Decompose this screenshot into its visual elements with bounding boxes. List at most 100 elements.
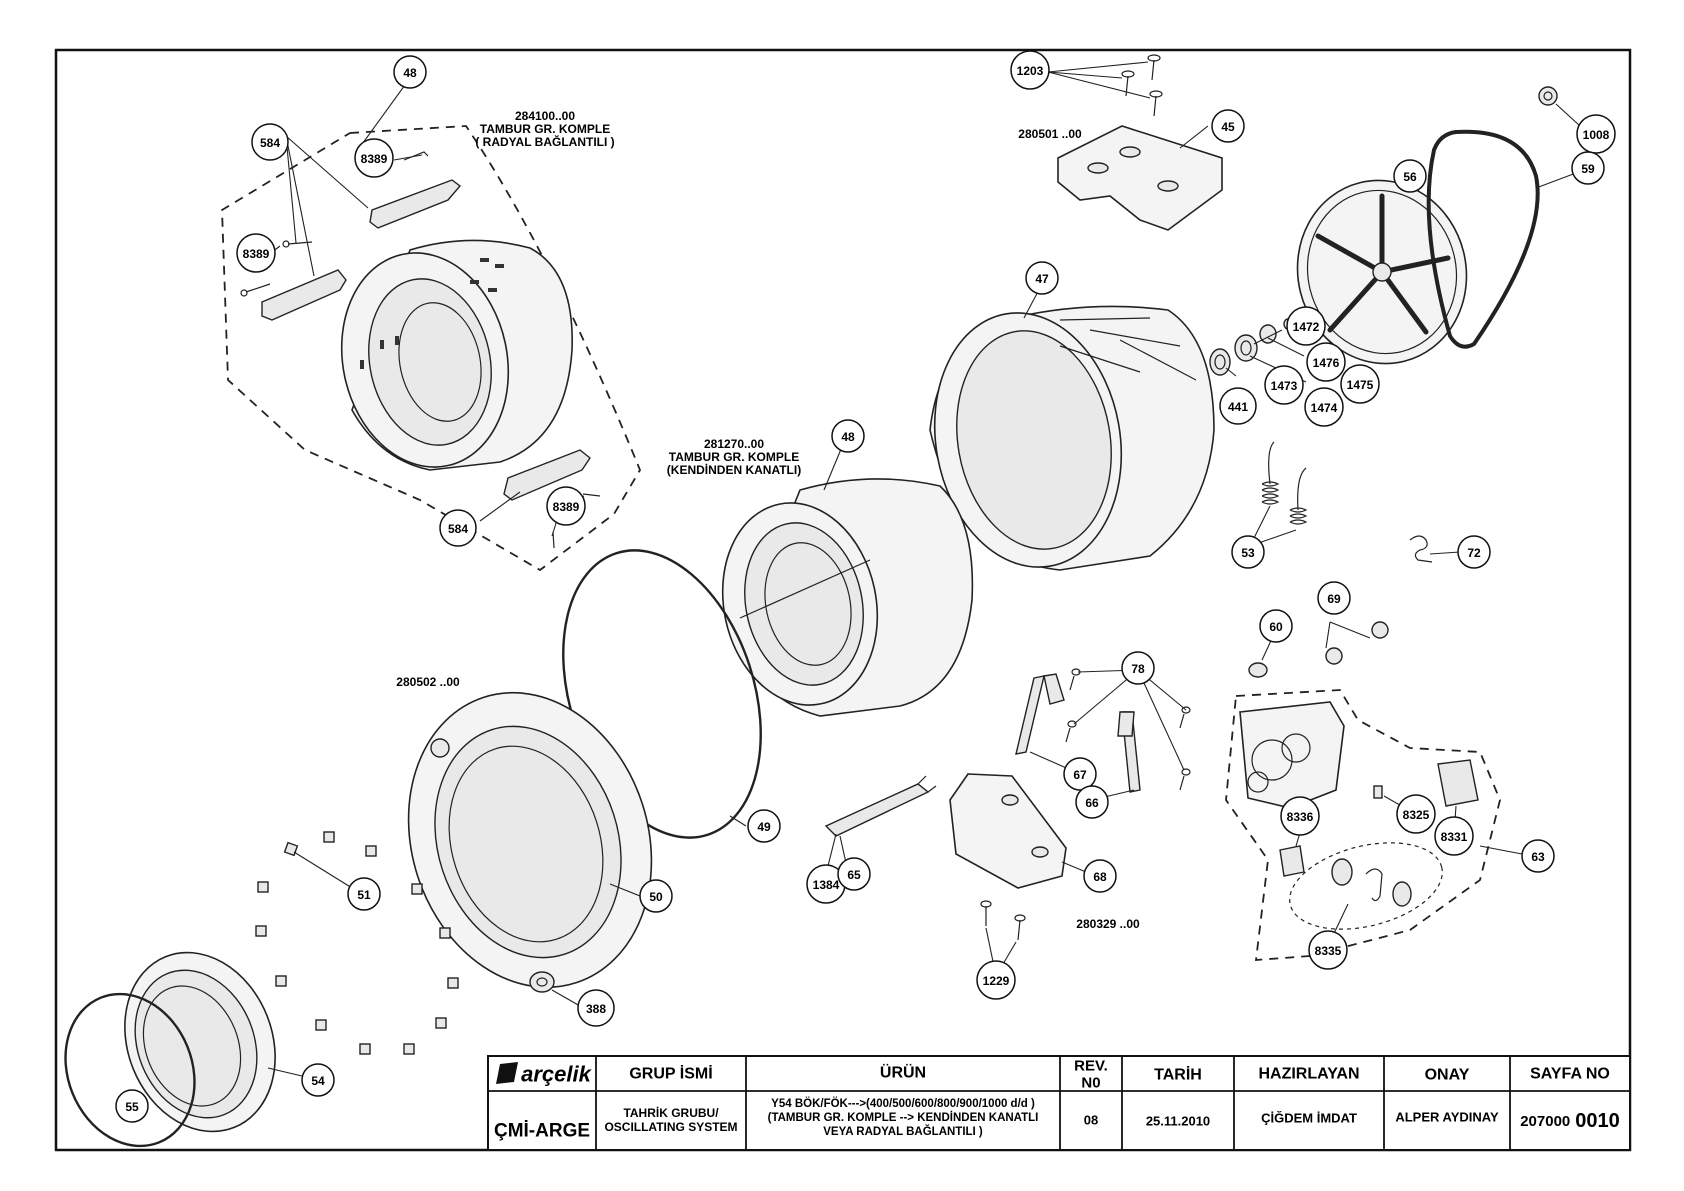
product-line1: Y54 BÖK/FÖK--->(400/500/600/800/900/1000… [771,1097,1035,1110]
callout-8389: 8389 [546,486,586,526]
product-header: ÜRÜN [880,1063,926,1082]
motor-bracket-part [949,773,1067,889]
callout-48: 48 [393,55,427,89]
brand-logo: arçelik [496,1062,593,1087]
callout-number: 51 [357,888,371,902]
callout-number: 45 [1221,120,1235,134]
bushes-69-parts [1325,621,1389,665]
motor-group-outline [1225,689,1501,961]
callout-circle [831,419,865,453]
callout-1008: 1008 [1576,114,1616,154]
product-line2: (TAMBUR GR. KOMPLE --> KENDİNDEN KANATLI [768,1111,1039,1124]
callout-circle [1576,114,1616,154]
callout-circle [236,233,276,273]
callout-number: 63 [1531,850,1545,864]
callout-1474: 1474 [1304,387,1344,427]
callout-1384: 1384 [806,864,846,904]
callout-8389: 8389 [354,138,394,178]
callout-54: 54 [301,1063,335,1097]
part-code-label: 280329 ..00 [1076,917,1140,931]
rev-header-line2: N0 [1081,1075,1100,1092]
callout-8389: 8389 [236,233,276,273]
screws-1203-parts [1121,54,1163,117]
callout-number: 8335 [1315,944,1342,958]
nut-1008-part [1538,86,1558,106]
sensor-8336-part [1279,845,1305,877]
callout-number: 65 [847,868,861,882]
callout-circle [1317,581,1351,615]
approved-by: ALPER AYDINAY [1395,1110,1499,1125]
radial-drum-group-outline [221,125,642,572]
callout-number: 8389 [553,500,580,514]
lifter-bottom-part [503,449,591,501]
callout-circle [301,1063,335,1097]
date-value: 25.11.2010 [1146,1114,1210,1129]
callout-number: 1008 [1583,128,1610,142]
callout-number: 8325 [1403,808,1430,822]
callout-number: 50 [649,890,663,904]
callout-number: 49 [757,820,771,834]
callout-number: 1475 [1347,378,1374,392]
callout-number: 78 [1131,662,1145,676]
rev-header-line1: REV. [1074,1058,1108,1075]
callout-circle [1521,839,1555,873]
sensor-8325-part [1373,785,1383,799]
callout-65: 65 [837,857,871,891]
springs-part [1261,441,1308,525]
callout-49: 49 [747,809,781,843]
screw-8389-parts [240,151,601,549]
sensor-subgroup-outline [1289,842,1443,930]
callout-circle [1340,364,1380,404]
callout-circle [115,1089,149,1123]
callout-number: 53 [1241,546,1255,560]
assembly-description: TAMBUR GR. KOMPLE [480,122,610,136]
callout-number: 69 [1327,592,1341,606]
callout-circle [1308,930,1348,970]
callout-circle [347,877,381,911]
tub-part [929,305,1215,571]
callout-number: 68 [1093,870,1107,884]
callout-circle [1393,159,1427,193]
callout-circle [1025,261,1059,295]
callout-number: 1472 [1293,320,1320,334]
approval-header: ONAY [1425,1067,1470,1084]
callout-circle [1264,365,1304,405]
bearings-seals-parts [1209,318,1293,376]
callout-number: 8389 [243,247,270,261]
callout-circle [1280,796,1320,836]
assembly-description: TAMBUR GR. KOMPLE [669,450,799,464]
callout-number: 8389 [361,152,388,166]
group-header: GRUP İSMİ [629,1065,712,1083]
callout-63: 63 [1521,839,1555,873]
callout-59: 59 [1571,151,1605,185]
brand-name: arçelik [521,1062,592,1087]
callout-number: 1203 [1017,64,1044,78]
callout-55: 55 [115,1089,149,1123]
callout-56: 56 [1393,159,1427,193]
rev-value: 08 [1084,1113,1098,1128]
callout-48: 48 [831,419,865,453]
callout-circle [1211,109,1245,143]
callout-circle [639,879,673,913]
callout-number: 67 [1073,768,1087,782]
callout-circle [976,960,1016,1000]
callout-1229: 1229 [976,960,1016,1000]
callout-1475: 1475 [1340,364,1380,404]
callout-circle [393,55,427,89]
callout-circle [1121,651,1155,685]
self-winged-drum-part [721,478,974,717]
callout-circle [1063,757,1097,791]
callout-67: 67 [1063,757,1097,791]
group-name-line1: TAHRİK GRUBU/ [623,1105,719,1120]
callout-388: 388 [577,989,615,1027]
callout-number: 66 [1085,796,1099,810]
callout-number: 72 [1467,546,1481,560]
callout-number: 584 [260,136,280,150]
callout-8335: 8335 [1308,930,1348,970]
callout-72: 72 [1457,535,1491,569]
pulley-part [1296,179,1468,365]
callout-number: 48 [403,66,417,80]
dampers-parts [1015,673,1141,793]
door-ring-part [124,951,276,1133]
